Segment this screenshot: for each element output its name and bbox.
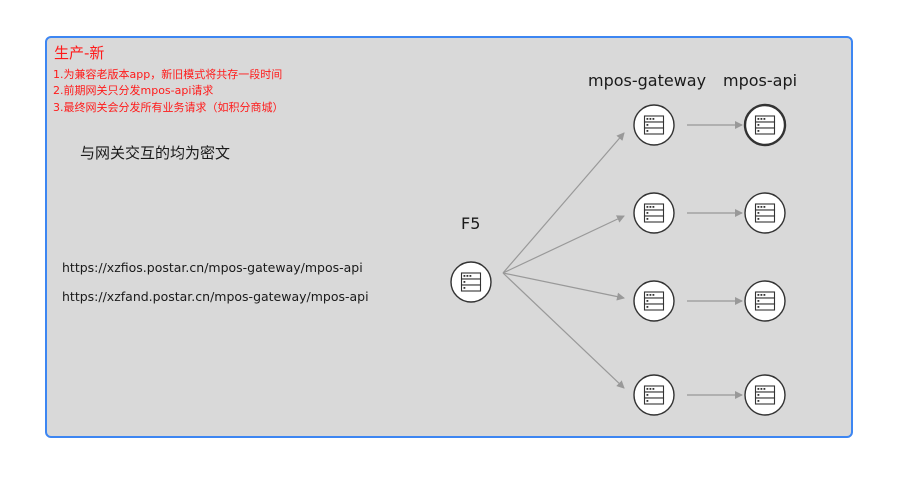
f5-label: F5	[461, 214, 481, 233]
api-node-3	[744, 280, 786, 322]
server-rack-icon	[643, 291, 665, 311]
server-rack-icon	[643, 115, 665, 135]
api-label: mpos-api	[723, 71, 798, 90]
api-node-2	[744, 192, 786, 234]
url-ios: https://xzfios.postar.cn/mpos-gateway/mp…	[62, 260, 363, 275]
server-rack-icon	[643, 385, 665, 405]
server-rack-icon	[754, 115, 776, 135]
f5-to-gateway-arrow-2	[502, 215, 625, 274]
url-android: https://xzfand.postar.cn/mpos-gateway/mp…	[62, 289, 369, 304]
api-node-1	[743, 103, 787, 147]
gateway-label: mpos-gateway	[588, 71, 707, 90]
server-rack-icon	[754, 385, 776, 405]
f5-to-gateway-arrow-4	[502, 272, 625, 389]
f5-to-gateway-arrow-1	[502, 132, 625, 274]
server-rack-icon	[460, 272, 482, 292]
gateway-node-4	[633, 374, 675, 416]
note-1: 1.为兼容老版本app，新旧模式将共存一段时间	[53, 68, 283, 81]
encryption-note: 与网关交互的均为密文	[80, 144, 231, 162]
server-rack-icon	[643, 203, 665, 223]
panel-title: 生产-新	[54, 44, 105, 62]
note-2: 2.前期网关只分发mpos-api请求	[53, 84, 214, 97]
note-3: 3.最终网关会分发所有业务请求（如积分商城）	[53, 101, 284, 114]
api-node-4	[744, 374, 786, 416]
server-rack-icon	[754, 203, 776, 223]
nodes-layer	[450, 103, 787, 416]
gateway-node-3	[633, 280, 675, 322]
f5-to-gateway-arrow-3	[502, 272, 625, 301]
gateway-node-2	[633, 192, 675, 234]
arrows-layer	[502, 121, 743, 399]
production-panel	[45, 36, 853, 438]
server-rack-icon	[754, 291, 776, 311]
gateway-node-1	[633, 104, 675, 146]
f5-node	[450, 261, 492, 303]
